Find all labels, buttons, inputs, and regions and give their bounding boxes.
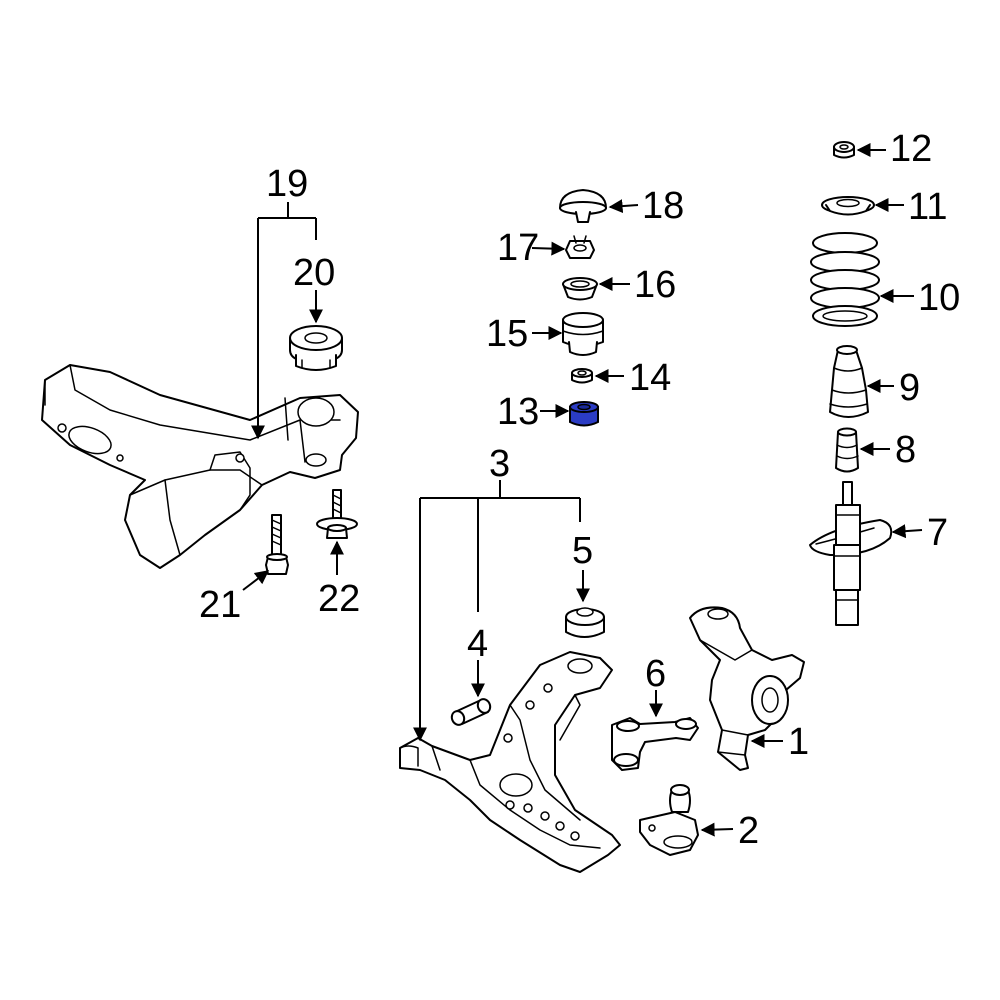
callout-7[interactable]: 7 bbox=[927, 512, 948, 554]
callout-4[interactable]: 4 bbox=[467, 623, 488, 665]
subframe-mount-bushing-part[interactable] bbox=[289, 325, 343, 371]
ball-joint-part[interactable] bbox=[639, 784, 699, 856]
washer-part[interactable] bbox=[571, 368, 593, 384]
leader-lines bbox=[242, 143, 923, 837]
callout-15[interactable]: 15 bbox=[486, 313, 528, 355]
control-arm-rear-bushing-part[interactable] bbox=[565, 607, 605, 638]
highlighted-bushing-part[interactable] bbox=[569, 401, 599, 427]
bump-stop-part[interactable] bbox=[835, 427, 859, 473]
callout-1[interactable]: 1 bbox=[788, 721, 809, 763]
callout-5[interactable]: 5 bbox=[572, 530, 593, 572]
strut-bearing-part[interactable] bbox=[562, 277, 598, 301]
stabilizer-link-bracket-part[interactable] bbox=[611, 717, 699, 771]
callout-6[interactable]: 6 bbox=[645, 653, 666, 695]
callout-17[interactable]: 17 bbox=[497, 227, 539, 269]
callout-16[interactable]: 16 bbox=[634, 264, 676, 306]
callout-18[interactable]: 18 bbox=[642, 185, 684, 227]
strut-mount-part[interactable] bbox=[562, 312, 604, 356]
callout-10[interactable]: 10 bbox=[918, 277, 960, 319]
callout-19[interactable]: 19 bbox=[266, 163, 308, 205]
callout-21[interactable]: 21 bbox=[199, 584, 241, 626]
nut-part[interactable] bbox=[565, 235, 595, 259]
callout-labels: 1 2 3 4 5 6 7 8 9 10 11 12 13 14 15 16 1… bbox=[199, 128, 960, 852]
strut-mount-cap-part[interactable] bbox=[559, 189, 607, 223]
bolt-with-washer-part[interactable] bbox=[316, 489, 358, 539]
top-nut-part[interactable] bbox=[833, 141, 855, 159]
bolt-part[interactable] bbox=[265, 514, 289, 575]
callout-2[interactable]: 2 bbox=[738, 810, 759, 852]
strut-part[interactable] bbox=[809, 481, 893, 626]
coil-spring-part[interactable] bbox=[810, 232, 880, 327]
callout-3[interactable]: 3 bbox=[489, 443, 510, 485]
callout-14[interactable]: 14 bbox=[629, 357, 671, 399]
lower-control-arm-part[interactable] bbox=[399, 651, 621, 873]
callout-22[interactable]: 22 bbox=[318, 578, 360, 620]
callout-20[interactable]: 20 bbox=[293, 252, 335, 294]
spring-seat-part[interactable] bbox=[821, 196, 875, 216]
callout-8[interactable]: 8 bbox=[895, 429, 916, 471]
callout-12[interactable]: 12 bbox=[890, 128, 932, 170]
control-arm-front-bushing-part[interactable] bbox=[450, 697, 493, 727]
callout-13[interactable]: 13 bbox=[497, 391, 539, 433]
callout-11[interactable]: 11 bbox=[908, 186, 947, 228]
callout-9[interactable]: 9 bbox=[899, 367, 920, 409]
steering-knuckle-part[interactable] bbox=[689, 606, 805, 771]
subframe-part[interactable] bbox=[41, 364, 359, 569]
dust-boot-part[interactable] bbox=[829, 345, 869, 418]
